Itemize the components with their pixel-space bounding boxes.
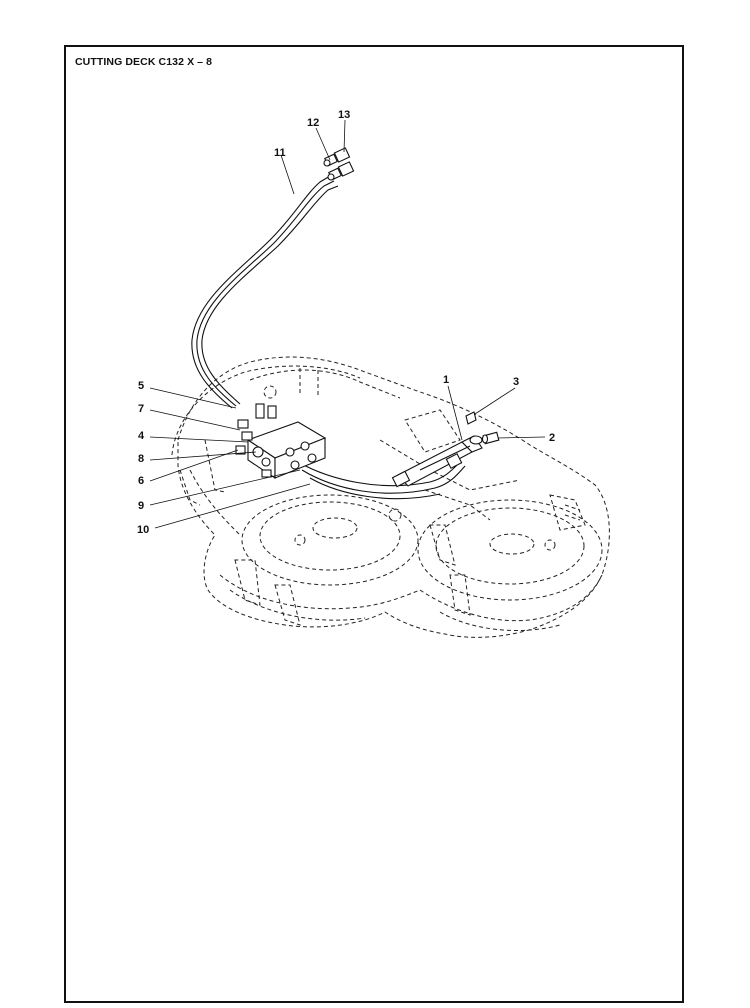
- callout-5: 5: [138, 380, 144, 392]
- callout-labels: 1 2 3 4 5 6 7 8 9 10 11 12 13: [137, 109, 555, 536]
- callout-7: 7: [138, 403, 144, 415]
- lift-cylinder: [391, 411, 500, 488]
- callout-13: 13: [338, 109, 350, 121]
- leader-lines: [149, 119, 546, 529]
- page-title: CUTTING DECK C132 X – 8: [75, 56, 213, 68]
- callout-3: 3: [513, 376, 519, 388]
- callout-6: 6: [138, 475, 144, 487]
- callout-9: 9: [138, 500, 144, 512]
- hydraulic-hoses: [191, 175, 466, 500]
- callout-12: 12: [307, 117, 319, 129]
- cutting-deck-outline: [171, 356, 610, 638]
- valve-block: [235, 403, 327, 480]
- callout-4: 4: [138, 430, 145, 442]
- callout-2: 2: [549, 432, 555, 444]
- callout-8: 8: [138, 453, 144, 465]
- callout-11: 11: [274, 147, 286, 159]
- hose-fittings: [323, 147, 355, 181]
- page-frame: [64, 45, 684, 1003]
- callout-10: 10: [137, 524, 149, 536]
- callout-1: 1: [443, 374, 449, 386]
